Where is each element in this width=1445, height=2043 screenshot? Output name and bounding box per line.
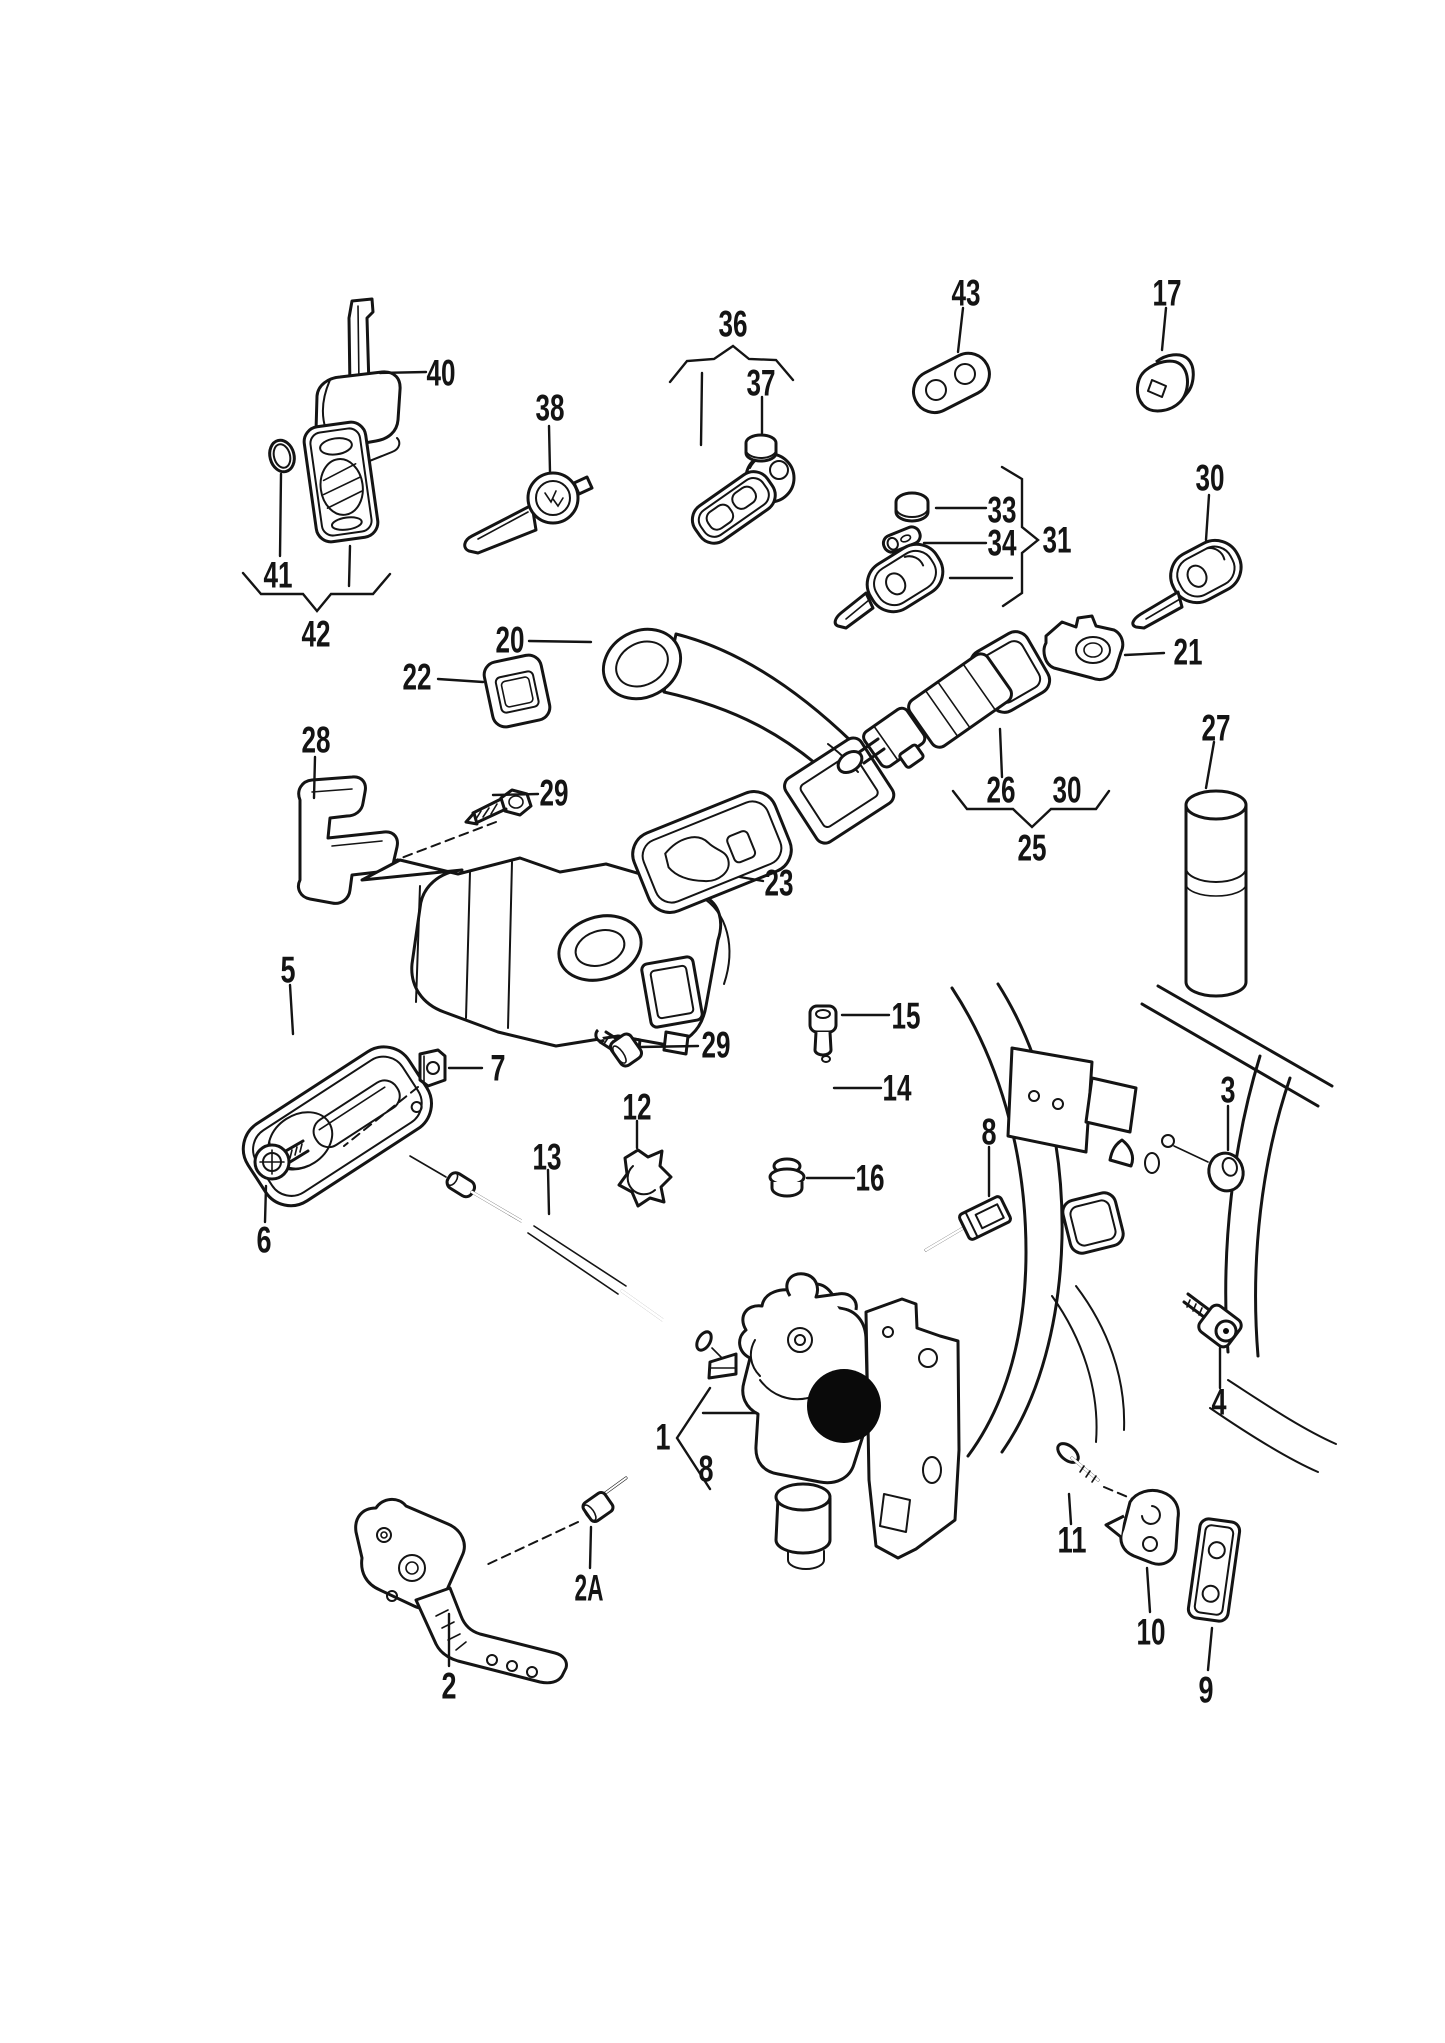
redaction-dot <box>807 1369 881 1443</box>
callout-29a: 29 <box>540 773 569 814</box>
part-key-head-set-31 <box>833 465 1040 630</box>
callout-14: 14 <box>883 1068 912 1109</box>
part-grommet-43 <box>912 306 991 415</box>
callout-33: 33 <box>988 490 1017 531</box>
part-key-blank-30 <box>1131 493 1243 630</box>
callout-30a: 30 <box>1196 458 1225 499</box>
callout-43: 43 <box>952 273 981 314</box>
callout-23: 23 <box>765 863 794 904</box>
part-cable-clip-12 <box>617 1119 673 1208</box>
callout-42: 42 <box>302 614 331 655</box>
callout-16: 16 <box>856 1158 885 1199</box>
callout-27: 27 <box>1202 708 1231 749</box>
part-remote-key-36 <box>668 344 796 545</box>
callout-22: 22 <box>403 657 432 698</box>
door-frame-cutaway <box>950 982 1337 1473</box>
callout-5: 5 <box>281 950 296 991</box>
callout-12: 12 <box>623 1087 652 1128</box>
part-lock-rod-14 <box>783 1055 883 1159</box>
part-bowden-cable-13 <box>409 1155 734 1370</box>
part-cap-33 <box>894 491 930 523</box>
part-grease-tube-27 <box>1184 740 1248 998</box>
callout-31: 31 <box>1043 520 1072 561</box>
part-bracket-2 <box>354 1498 568 1685</box>
part-remote-housing <box>241 420 392 613</box>
part-clip-nut-7 <box>343 1048 484 1147</box>
callout-10: 10 <box>1137 1612 1166 1653</box>
callout-29b: 29 <box>702 1025 731 1066</box>
callout-13: 13 <box>533 1137 562 1178</box>
callout-2: 2 <box>442 1666 457 1707</box>
part-screw-6 <box>253 1139 310 1224</box>
callout-2A: 2A <box>575 1568 604 1609</box>
callout-36: 36 <box>719 304 748 345</box>
callout-37: 37 <box>747 363 776 404</box>
part-interior-handle-5 <box>241 1045 433 1208</box>
callout-30b: 30 <box>1053 770 1082 811</box>
callout-21: 21 <box>1174 632 1203 673</box>
callout-7: 7 <box>491 1048 506 1089</box>
part-striker-10 <box>1104 1488 1180 1614</box>
part-handle-gasket-23 <box>631 790 793 914</box>
callout-8a: 8 <box>982 1112 997 1153</box>
part-body-grommet-3 <box>1173 1104 1245 1193</box>
part-cylinder-housing-21 <box>1042 614 1166 682</box>
callout-20: 20 <box>496 620 525 661</box>
callout-34: 34 <box>988 523 1017 564</box>
part-seal-ring <box>268 438 296 474</box>
callout-3: 3 <box>1221 1070 1236 1111</box>
part-bolt-4 <box>1182 1292 1243 1390</box>
callout-6: 6 <box>257 1220 272 1261</box>
part-lock-cylinder-26 <box>836 630 1111 829</box>
callout-15: 15 <box>892 996 921 1037</box>
part-rod-grommet-16 <box>768 1157 856 1198</box>
callout-26: 26 <box>987 770 1016 811</box>
part-screw-29-upper <box>395 788 540 861</box>
part-lock-rod-8 <box>924 1145 1012 1252</box>
callout-25: 25 <box>1018 828 1047 869</box>
part-door-lock-1 <box>675 1272 961 1570</box>
callout-8b: 8 <box>699 1449 714 1490</box>
part-rod-cap-15 <box>808 1004 891 1057</box>
callout-1: 1 <box>656 1417 671 1458</box>
callout-11: 11 <box>1058 1520 1087 1561</box>
callout-4: 4 <box>1212 1382 1227 1423</box>
callout-9: 9 <box>1199 1670 1214 1711</box>
callout-40: 40 <box>427 353 456 394</box>
part-button-cap-37 <box>744 433 778 463</box>
part-key-38 <box>463 424 594 555</box>
part-screw-29-lower <box>594 1028 700 1068</box>
part-handle-carrier-28 <box>296 755 731 1060</box>
part-cover-cap-17 <box>1136 306 1195 413</box>
part-handle-cap-22 <box>482 653 552 729</box>
callout-41: 41 <box>264 555 293 596</box>
part-pin-2A <box>483 1476 628 1570</box>
callout-17: 17 <box>1153 273 1182 314</box>
part-shim-plate-9 <box>1186 1517 1242 1672</box>
callout-28: 28 <box>302 720 331 761</box>
callout-38: 38 <box>536 388 565 429</box>
part-exterior-handle-20 <box>527 627 896 845</box>
